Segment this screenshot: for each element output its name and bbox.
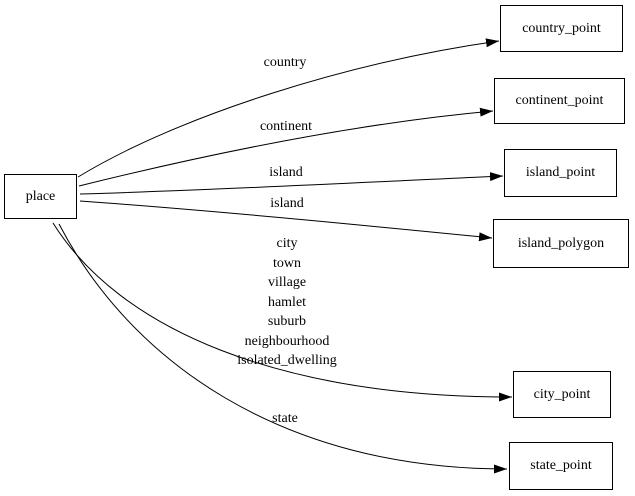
edge-label-place-to-island_point: island [269, 163, 302, 183]
node-continent_point: continent_point [494, 78, 625, 124]
node-place: place [4, 174, 77, 219]
node-island_polygon: island_polygon [493, 219, 629, 268]
node-label: state_point [530, 458, 592, 473]
edge-label-place-to-island_polygon: island [270, 194, 303, 214]
node-city_point: city_point [513, 371, 611, 418]
node-label: island_polygon [517, 235, 605, 251]
node-label: continent_point [515, 93, 604, 108]
edge-label-line: island [269, 165, 303, 180]
edge-place-to-country_point [77, 38, 500, 178]
node-island_point: island_point [504, 149, 617, 197]
edge-label-place-to-continent_point: continent [260, 117, 312, 137]
edge-place-to-city_point [52, 222, 513, 402]
edge-place-to-island_point [79, 172, 504, 195]
edge-label-line: state [272, 411, 298, 426]
node-label: city_point [533, 386, 591, 402]
edge-place-to-continent_point [78, 107, 494, 187]
edge-label-line: continent [259, 119, 313, 134]
edge-label-line: suburb [267, 314, 307, 329]
node-label: place [25, 188, 56, 204]
node-country_point: country_point [500, 5, 623, 52]
edge-place-to-state_point [58, 223, 508, 474]
node-label: country_point [522, 20, 601, 36]
edge-label-line: town [272, 255, 301, 271]
edge-place-to-island_polygon [79, 200, 493, 242]
edge-label-line: island [270, 196, 304, 211]
edge-label-line: village [267, 275, 307, 290]
edge-label-line: isolated_dwelling [237, 353, 337, 368]
edge-label-line: city [276, 236, 298, 251]
edge-label-line: country [263, 55, 307, 70]
edge-label-line: hamlet [267, 294, 307, 310]
node-label: island_point [525, 165, 596, 180]
edge-label-place-to-city_point: city town village hamlet suburb neighbourhood… [237, 234, 337, 371]
node-state_point: state_point [509, 442, 613, 490]
edge-label-line: neighbourhood [244, 333, 330, 349]
edge-label-place-to-state_point: state [272, 409, 298, 429]
edge-label-place-to-country_point: country [264, 53, 307, 73]
